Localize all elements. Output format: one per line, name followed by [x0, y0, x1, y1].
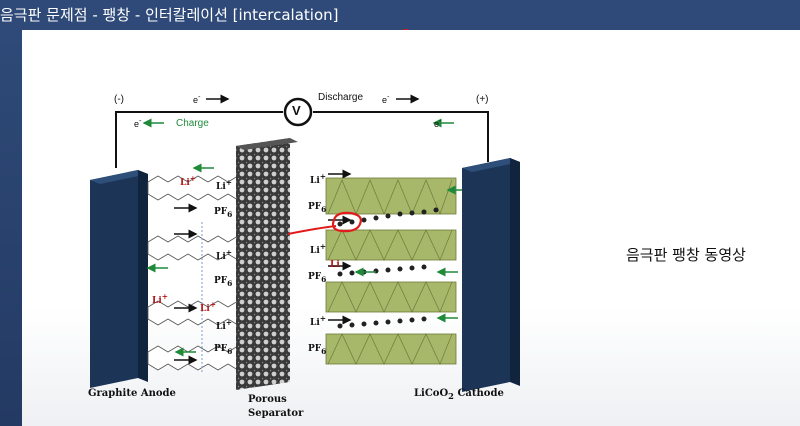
- pf6-label: PF6: [308, 344, 327, 356]
- negative-terminal-label: (-): [114, 94, 124, 105]
- li-ion-label: Li+: [180, 174, 197, 188]
- li-ion-label: Li+: [310, 314, 327, 328]
- pf6-label: PF6: [214, 344, 233, 356]
- li-ion-label: Li+: [152, 292, 169, 306]
- cathode-electrode: [462, 158, 510, 392]
- red-circle-annotation: [331, 211, 362, 233]
- electron-label-charge-right: e-: [434, 116, 442, 129]
- cathode-ion-arrows: [328, 169, 468, 325]
- page-title: 음극판 문제점 - 팽창 - 인터칼레이션 [intercalation]: [0, 6, 339, 24]
- anode-electrode: [90, 170, 138, 388]
- electron-label-top-left: e-: [193, 92, 201, 105]
- voltmeter-label: V: [292, 103, 301, 118]
- battery-diagram: (-) (+) e- Discharge e- e- Charge e- V L…: [78, 82, 538, 426]
- porous-separator: [236, 138, 290, 390]
- cathode-label: LiCoO2 Cathode: [414, 388, 504, 401]
- battery-diagram-graphics: [90, 94, 520, 392]
- electron-label-top-right: e-: [382, 92, 390, 105]
- title-bar: 음극판 문제점 - 팽창 - 인터칼레이션 [intercalation]: [0, 0, 800, 30]
- pf6-label: PF6: [214, 276, 233, 288]
- cathode-lattice: [325, 177, 457, 365]
- pf6-label: PF6: [308, 202, 327, 214]
- discharge-label: Discharge: [318, 92, 364, 103]
- li-ion-label: Li+: [216, 318, 233, 332]
- pf6-label: PF6: [308, 272, 327, 284]
- electron-label-charge-left: e-: [134, 116, 142, 129]
- external-circuit-wire: [115, 111, 283, 168]
- li-ion-label: Li+: [310, 242, 327, 256]
- expansion-video-caption: 음극판 팽창 동영상: [626, 246, 746, 264]
- separator-label-line2: Separator: [248, 408, 304, 419]
- positive-terminal-label: (+): [476, 94, 489, 105]
- li-ion-label: Li+: [216, 248, 233, 262]
- graphite-anode-label: Graphite Anode: [88, 388, 176, 399]
- pf6-label: PF6: [214, 207, 233, 219]
- li-ion-label: Li+: [200, 300, 217, 314]
- li-ion-label: Li+: [310, 172, 327, 186]
- graphite-layers: [147, 175, 249, 371]
- voltmeter: [283, 97, 313, 127]
- li-ion-label: Li: [330, 260, 340, 270]
- charge-label: Charge: [176, 118, 209, 129]
- li-ion-label: Li+: [216, 178, 233, 192]
- left-sidebar-strip: [0, 30, 22, 426]
- separator-label-line1: Porous: [248, 394, 287, 405]
